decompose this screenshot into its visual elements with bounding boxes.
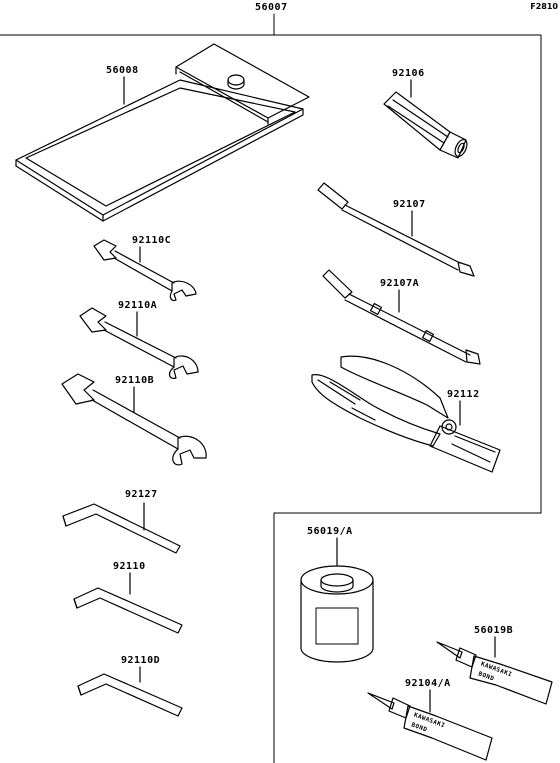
hex-key-2-drawing [73,572,183,634]
label-hex-key-2: 92110 [113,561,146,572]
label-hex-key-1: 92127 [125,489,158,500]
label-screwdriver: 92107 [393,199,426,210]
pliers-drawing [311,355,501,473]
bond-tube-2-drawing [367,689,493,761]
label-bond-can: 56019/A [307,526,353,537]
screwdriver-drawing [317,182,475,277]
bond-tube-1-drawing [436,636,553,705]
label-wrench-a: 92110A [118,300,158,311]
plug-tool-drawing [383,79,468,159]
screwdriver-a-drawing [322,269,481,365]
label-kit: 56007 [255,2,288,13]
label-plug-tool: 92106 [392,68,425,79]
figure-code: F2810 [530,2,558,11]
label-bond-tube-2: 92104/A [405,678,451,689]
kit-frame [0,13,542,763]
label-hex-key-3: 92110D [121,655,161,666]
wrench-b-drawing [61,373,207,466]
wrench-a-drawing [79,307,199,379]
label-pouch: 56008 [106,65,139,76]
label-wrench-c: 92110C [132,235,172,246]
bond-can-drawing [300,537,374,663]
label-pliers: 92112 [447,389,480,400]
label-bond-tube-1: 56019B [474,625,514,636]
label-screwdriver-a: 92107A [380,278,420,289]
label-wrench-b: 92110B [115,375,155,386]
hex-key-1-drawing [62,502,181,554]
hex-key-3-drawing [77,666,183,717]
wrench-c-drawing [93,239,197,302]
pouch-drawing [15,43,310,222]
